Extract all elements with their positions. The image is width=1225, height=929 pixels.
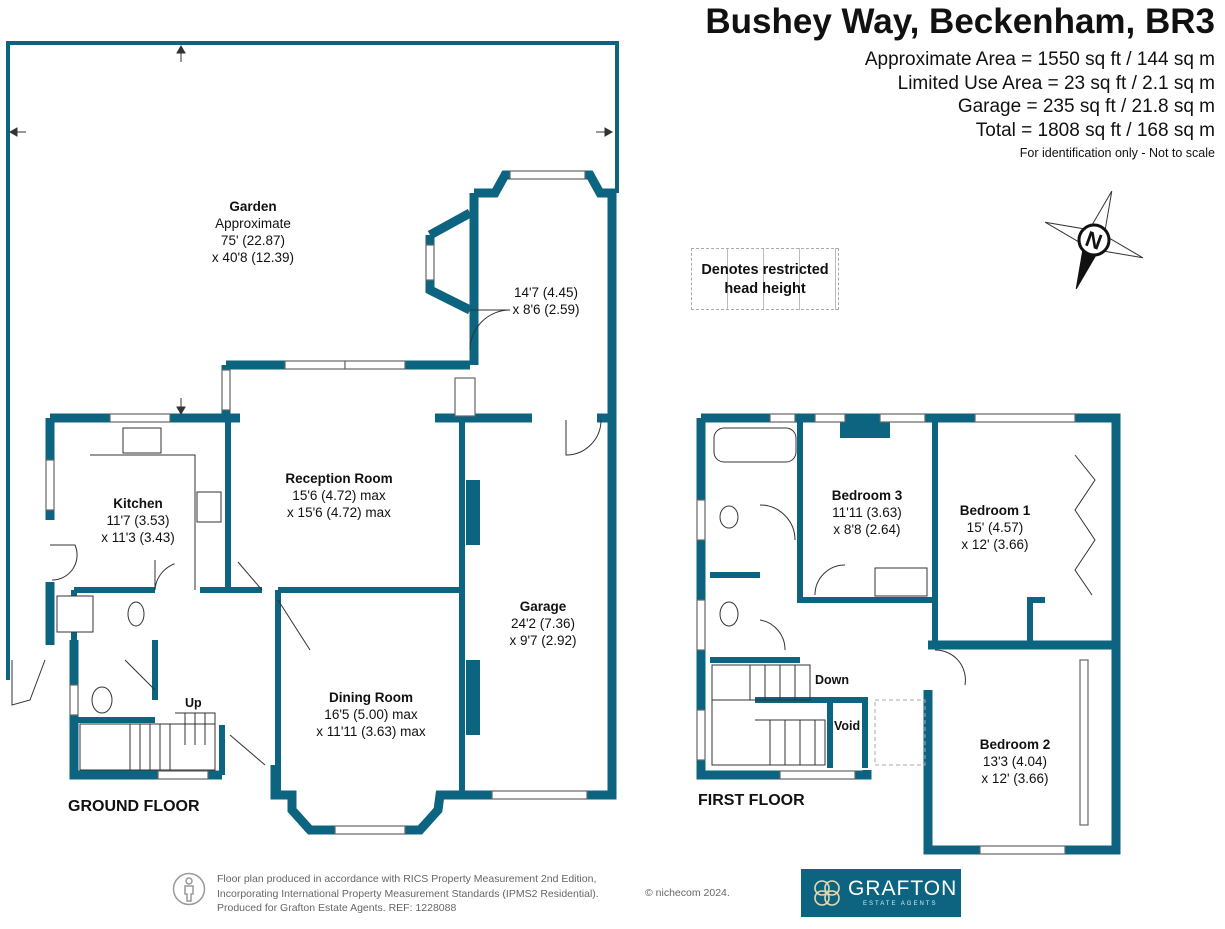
copyright-notice: © nichecom 2024. [645,887,730,899]
bedroom-3-label: Bedroom 3 11'11 (3.63) x 8'8 (2.64) [831,488,903,537]
total-area: Total = 1808 sq ft / 168 sq m [975,119,1215,141]
stairs-down-label: Down [815,673,850,687]
stairs-up-label: Up [185,696,202,710]
first-floor-windows [696,413,1089,855]
doors [11,309,602,766]
logo-tagline: ESTATE AGENTS [863,901,938,907]
logo-brand: GRAFTON [848,877,958,900]
conservatory-label: 14'7 (4.45) x 8'6 (2.59) [512,285,580,317]
compass-icon: N [1044,190,1144,290]
approximate-area: Approximate Area = 1550 sq ft / 144 sq m [864,49,1215,70]
grafton-logo: GRAFTON ESTATE AGENTS [801,869,961,917]
limited-use-area: Limited Use Area = 23 sq ft / 2.1 sq m [897,72,1215,94]
person-info-icon [172,872,206,906]
void-label: Void [834,719,861,733]
grafton-mark-icon [814,880,840,906]
kitchen-fittings [56,427,222,714]
property-title: Bushey Way, Beckenham, BR3 [705,2,1215,41]
identification-note: For identification only - Not to scale [1019,146,1215,160]
area-summary: Approximate Area = 1550 sq ft / 144 sq m… [865,48,1215,160]
garage-area: Garage = 235 sq ft / 21.8 sq m [957,96,1215,117]
first-floor-title: FIRST FLOOR [698,792,805,809]
legend-line-1: Denotes restricted [701,262,829,278]
garden-label: Garden Approximate 75' (22.87) x 40'8 (1… [211,199,295,265]
first-floor-fittings [713,427,1096,766]
first-floor-internal-walls [710,418,1045,768]
footer-disclaimer: Floor plan produced in accordance with R… [217,873,599,914]
garden-boundary [6,41,619,680]
bedroom-1-label: Bedroom 1 15' (4.57) x 12' (3.66) [959,503,1031,552]
windows [45,170,588,835]
restricted-height-legend: Denotes restricted head height [691,248,839,310]
ground-floor-stairs [79,712,216,771]
first-floor-walls [696,413,1121,855]
reception-room-label: Reception Room 15'6 (4.72) max x 15'6 (4… [285,471,393,520]
garden-arrows [8,44,614,416]
first-floor-stairs [711,664,826,766]
bedroom-2-label: Bedroom 2 13'3 (4.04) x 12' (3.66) [979,737,1051,786]
dining-room-label: Dining Room 16'5 (5.00) max x 11'11 (3.6… [316,690,426,739]
kitchen-label: Kitchen 11'7 (3.53) x 11'3 (3.43) [101,496,175,545]
garage-label: Garage 24'2 (7.36) x 9'7 (2.92) [509,599,577,648]
ground-floor-title: GROUND FLOOR [68,798,200,815]
legend-line-2: head height [724,281,806,297]
